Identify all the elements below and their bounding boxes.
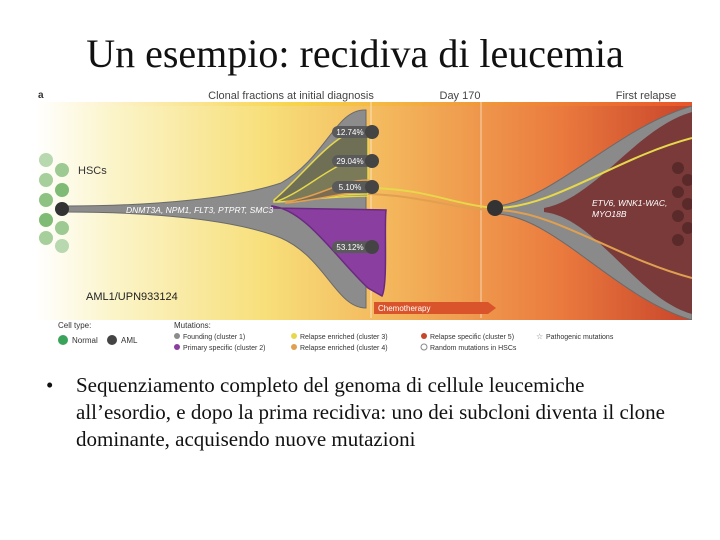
hsc-cell [55,163,69,177]
panel-label: a [38,90,44,101]
sample-id-label: AML1/UPN933124 [86,291,178,303]
cluster3-strand [367,137,692,210]
legend-primary-swatch [174,344,180,350]
legend-cell-type-title: Cell type: [58,321,91,330]
relapse-cell [672,162,684,174]
legend-cluster3-swatch [291,333,297,339]
bullet-symbol: • [46,373,54,397]
star-icon: ☆ [536,332,543,341]
relapse-mutations-line1: ETV6, WNK1-WAC, [592,198,667,208]
fraction-badge-53: 53.12% [332,240,379,254]
relapse-cell [672,186,684,198]
fraction-label: 29.04% [336,157,363,166]
fraction-badge-29: 29.04% [332,154,379,168]
timeline-relapse-label: First relapse [616,90,677,102]
legend-normal-swatch [58,335,68,345]
legend-primary-label: Primary specific (cluster 2) [183,345,265,352]
hsc-cell [55,183,69,197]
hsc-cell [55,221,69,235]
hsc-cell [39,231,53,245]
legend-pathogenic-label: Pathogenic mutations [546,334,614,341]
clonal-evolution-figure: a Clonal fractions at initial diagnosis … [36,88,692,360]
legend-founding-label: Founding (cluster 1) [183,334,245,341]
legend-relapse-swatch [421,333,427,339]
legend-random-label: Random mutations in HSCs [430,345,517,352]
relapse-cell [682,198,692,210]
hsc-cells [39,153,69,253]
fraction-badge-12: 12.74% [332,125,379,139]
legend-normal-label: Normal [72,336,98,345]
legend-cluster3-label: Relapse enriched (cluster 3) [300,334,388,341]
legend-mutations-title: Mutations: [174,321,211,330]
legend-cluster4-label: Relapse enriched (cluster 4) [300,345,388,352]
cluster4-strand [367,193,692,279]
hsc-cell [39,213,53,227]
founding-clone-shape [65,109,367,309]
chemotherapy-label: Chemotherapy [378,304,430,313]
hsc-label: HSCs [78,165,107,177]
primary-specific-shape [271,205,387,298]
chemotherapy-arrow [374,302,496,314]
relapse-cells [672,162,692,246]
fraction-label: 12.74% [336,128,363,137]
legend-relapse-label: Relapse specific (cluster 5) [430,334,514,341]
fish-plot: a Clonal fractions at initial diagnosis … [36,90,692,360]
legend-founding-swatch [174,333,180,339]
fraction-badge-5: 5.10% [332,180,379,194]
hsc-cell [39,173,53,187]
timeline-day170-label: Day 170 [440,90,481,102]
legend-aml-swatch [107,335,117,345]
relapse-cell [672,234,684,246]
day170-node [487,200,503,216]
bullet-text: Sequenziamento completo del genoma di ce… [76,373,665,451]
relapse-cell [672,210,684,222]
fraction-label: 5.10% [339,183,362,192]
hsc-cell [55,239,69,253]
slide-title: Un esempio: recidiva di leucemia [86,31,624,76]
relapse-clone-shape [544,112,692,314]
legend-background [36,320,692,360]
timeline-bar [36,102,692,106]
legend-cluster4-swatch [291,344,297,350]
legend-aml-label: AML [121,336,138,345]
relapse-mutations-line2: MYO18B [592,209,627,219]
hsc-cell [39,153,53,167]
legend-random-swatch [420,343,428,351]
founding-mutations-label: DNMT3A, NPM1, FLT3, PTPRT, SMC3 [126,205,273,215]
relapse-cell [682,174,692,186]
relapse-cell [682,222,692,234]
hsc-cell [39,193,53,207]
timeline-initial-label: Clonal fractions at initial diagnosis [208,90,374,102]
aml-founder-cell [55,202,69,216]
fraction-label: 53.12% [336,243,363,252]
